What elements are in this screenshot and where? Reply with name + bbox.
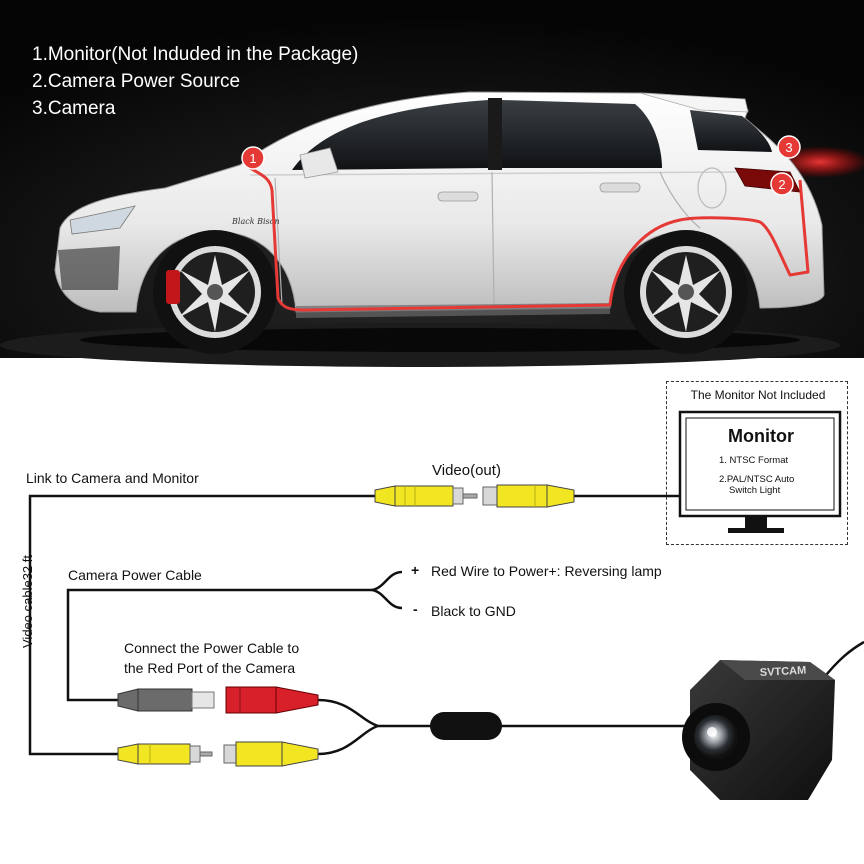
legend-item-power-source: 2.Camera Power Source — [32, 71, 241, 92]
connect-label-line-1: Connect the Power Cable to — [124, 640, 300, 656]
monitor-feature-2a: 2.PAL/NTSC Auto — [719, 474, 795, 485]
monitor-title: Monitor — [728, 426, 794, 446]
headlight — [69, 205, 136, 235]
red-wire-label: Red Wire to Power+: Reversing lamp — [431, 563, 662, 579]
monitor-illustration — [678, 410, 842, 533]
video-cable — [28, 494, 375, 756]
power-cable — [66, 588, 372, 702]
black-wire-label: Black to GND — [431, 603, 516, 619]
car-photo: Black Bison 1 2 3 — [0, 0, 864, 367]
red-cable-route — [249, 166, 810, 312]
power-red-socket — [225, 686, 319, 714]
monitor-feature-1: 1. NTSC Format — [719, 455, 789, 466]
legend-item-monitor: 1.Monitor(Not Induded in the Package) — [32, 44, 359, 65]
video-out-label: Video(out) — [432, 462, 501, 479]
power-cable-label: Camera Power Cable — [68, 567, 202, 583]
front-window — [292, 100, 488, 170]
marker-1-label: 1 — [249, 151, 256, 166]
black-wire-sign: - — [413, 601, 418, 617]
camera-brand-text: SVTCAM — [760, 665, 807, 679]
door-badge-text: Black Bison — [231, 217, 280, 226]
monitor-feature-2b: Switch Light — [729, 485, 781, 496]
marker-2-label: 2 — [778, 177, 785, 192]
wiring — [28, 494, 864, 756]
marker-2: 2 — [770, 172, 794, 196]
rear-quarter-window — [690, 110, 772, 152]
marker-3-label: 3 — [785, 140, 792, 155]
camera-video-rca-male — [117, 743, 213, 765]
camera-device: SVTCAM — [682, 660, 835, 800]
power-grey-plug — [117, 688, 215, 712]
rear-window — [502, 100, 662, 168]
camera-video-rca-female — [223, 741, 319, 767]
connect-label-line-2: the Red Port of the Camera — [124, 660, 296, 676]
cable-ferrite — [430, 712, 502, 740]
front-wheel — [153, 230, 277, 354]
red-wire-sign: + — [411, 562, 420, 578]
rear-wheel — [624, 230, 748, 354]
link-label: Link to Camera and Monitor — [26, 470, 199, 486]
video-cable-length-label: Video cable32 ft — [20, 555, 35, 648]
video-out-rca-female — [482, 484, 575, 508]
marker-1: 1 — [241, 146, 265, 170]
monitor-not-included-box: The Monitor Not Included Monitor 1. NTSC… — [666, 381, 848, 545]
video-out-rca-male — [374, 485, 478, 507]
marker-3: 3 — [777, 135, 801, 159]
monitor-not-included-label: The Monitor Not Included — [690, 388, 826, 402]
legend-item-camera: 3.Camera — [32, 98, 116, 119]
